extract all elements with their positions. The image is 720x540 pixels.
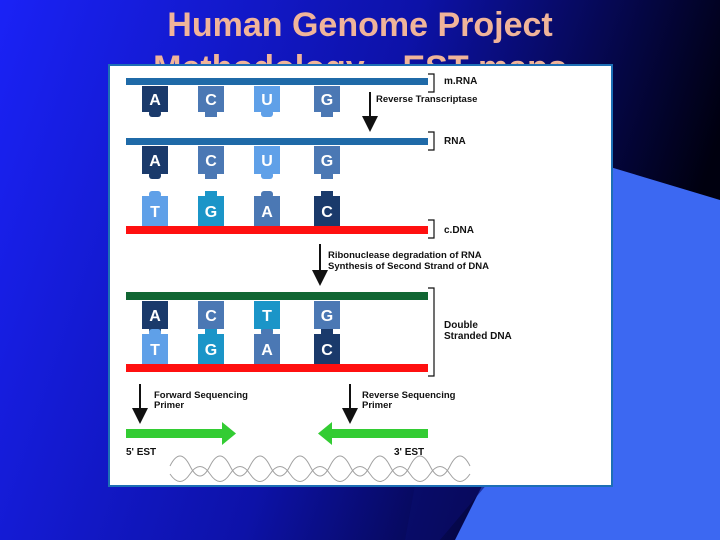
base-connector-r1-1 (149, 110, 161, 117)
reverse-primer-label-2: Primer (362, 400, 392, 411)
base-tile-r2-1 (142, 146, 168, 174)
est-diagram-svg: m.RNA RNA c.DNA Double Stranded DNA Reve… (126, 73, 512, 482)
reverse-primer-label-1: Reverse Sequencing (362, 390, 456, 401)
cdna-strand (126, 226, 428, 234)
dsdna-top-strand (126, 292, 428, 300)
base-connector-r2-3 (261, 172, 273, 179)
base-letter-r3-1: T (150, 204, 160, 221)
base-connector-r2-4 (321, 172, 333, 179)
base-tile-r1-3 (254, 86, 280, 112)
base-letter-r4-4: G (321, 308, 333, 325)
base-letter-r4-3: T (262, 308, 272, 325)
base-letter-r3-4: C (321, 204, 333, 221)
base-connector-r1-3 (261, 110, 273, 117)
base-connector-r3-3 (261, 191, 273, 198)
base-letter-r4-1: A (149, 308, 161, 325)
cdna-label: c.DNA (444, 225, 474, 236)
base-letter-r4-2: C (205, 308, 217, 325)
base-connector-r1-4 (321, 110, 333, 117)
forward-primer-label-2: Primer (154, 400, 184, 411)
base-connector-r5-3 (261, 329, 273, 336)
base-tile-r5-2 (198, 334, 224, 364)
base-letter-r1-2: C (205, 92, 217, 109)
base-connector-r1-2 (205, 110, 217, 117)
mrna-strand (126, 78, 428, 85)
est5-arrow (126, 422, 236, 445)
base-letter-r2-3: U (261, 153, 273, 170)
est-diagram: m.RNA RNA c.DNA Double Stranded DNA Reve… (108, 64, 613, 487)
dna-squiggle-decoration (169, 455, 471, 482)
base-letter-r3-2: G (205, 204, 217, 221)
base-tile-r5-1 (142, 334, 168, 364)
base-connector-r3-4 (321, 191, 333, 198)
base-tile-r3-1 (142, 196, 168, 226)
reverse-transcriptase-label: Reverse Transcriptase (376, 94, 477, 105)
nucleotide-bases: A C U G A C U G T G A C A C T G T G A C (142, 86, 340, 364)
est3-label: 3' EST (394, 447, 424, 458)
base-connector-r5-1 (149, 329, 161, 336)
base-tile-r4-1 (142, 301, 168, 329)
base-connector-r5-2 (205, 329, 217, 336)
base-letter-r5-2: G (205, 342, 217, 359)
base-tile-r1-2 (198, 86, 224, 112)
base-tile-r5-3 (254, 334, 280, 364)
double-stranded-label-1: Double (444, 320, 478, 331)
base-tile-r5-4 (314, 334, 340, 364)
mrna-label: m.RNA (444, 76, 477, 87)
base-tile-r3-3 (254, 196, 280, 226)
base-letter-r1-3: U (261, 92, 273, 109)
est5-label: 5' EST (126, 447, 156, 458)
base-tile-r3-2 (198, 196, 224, 226)
base-tile-r1-4 (314, 86, 340, 112)
brackets (428, 73, 435, 377)
base-tile-r2-3 (254, 146, 280, 174)
forward-primer-label-1: Forward Sequencing (154, 390, 248, 401)
ribonuclease-label-2: Synthesis of Second Strand of DNA (328, 261, 489, 272)
base-connector-r5-4 (321, 329, 333, 336)
base-letter-r5-1: T (150, 342, 160, 359)
base-tile-r2-2 (198, 146, 224, 174)
base-letter-r3-3: A (261, 204, 273, 221)
double-stranded-label-2: Stranded DNA (444, 331, 512, 342)
base-tile-r4-4 (314, 301, 340, 329)
base-tile-r1-1 (142, 86, 168, 112)
dsdna-bottom-strand (126, 364, 428, 372)
base-connector-r2-1 (149, 172, 161, 179)
base-tile-r4-3 (254, 301, 280, 329)
base-letter-r1-4: G (321, 92, 333, 109)
base-connector-r3-1 (149, 191, 161, 198)
base-tile-r3-4 (314, 196, 340, 226)
base-letter-r1-1: A (149, 92, 161, 109)
rna-label: RNA (444, 136, 466, 147)
rna-strand (126, 138, 428, 145)
slide-title-line-1: Human Genome Project (167, 6, 553, 44)
base-letter-r5-4: C (321, 342, 333, 359)
est3-arrow (318, 422, 428, 445)
base-tile-r4-2 (198, 301, 224, 329)
ribonuclease-label-1: Ribonuclease degradation of RNA (328, 250, 482, 261)
base-letter-r5-3: A (261, 342, 273, 359)
base-letter-r2-4: G (321, 153, 333, 170)
base-letter-r2-2: C (205, 153, 217, 170)
base-connector-r2-2 (205, 172, 217, 179)
base-letter-r2-1: A (149, 153, 161, 170)
base-connector-r3-2 (205, 191, 217, 198)
base-tile-r2-4 (314, 146, 340, 174)
